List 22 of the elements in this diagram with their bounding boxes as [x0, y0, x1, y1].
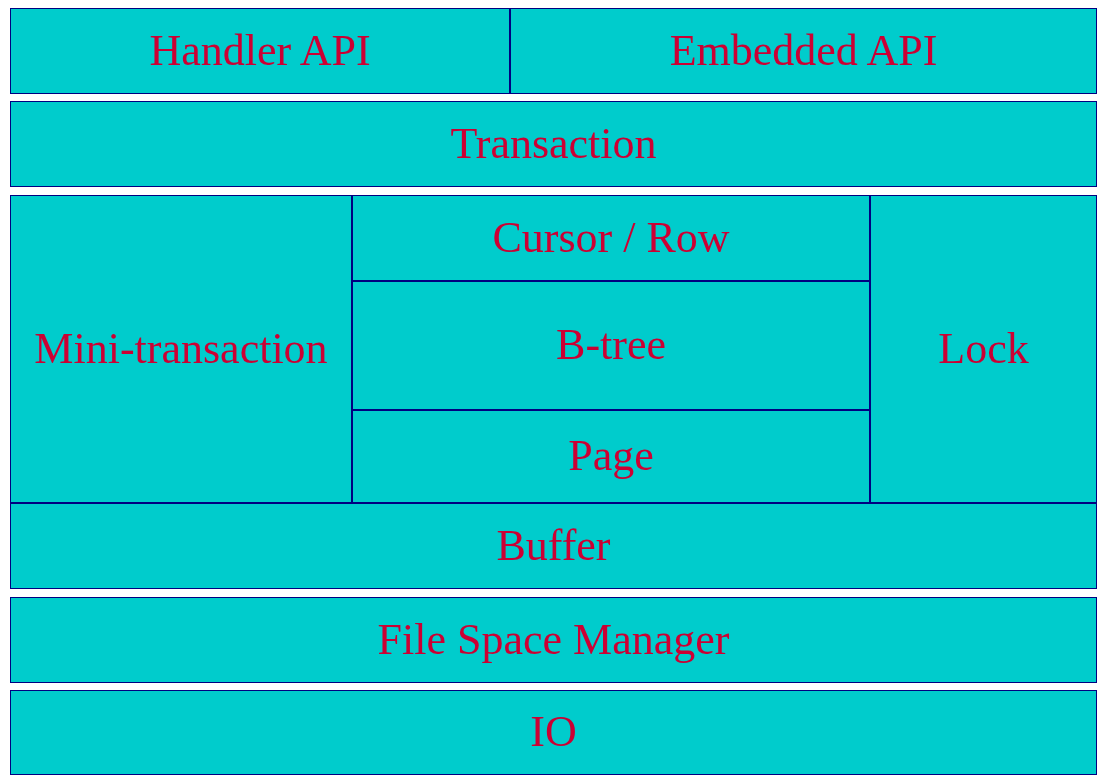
layer-box — [10, 503, 1097, 589]
layer-box — [352, 195, 870, 281]
layer-label: Mini-transaction — [33, 322, 329, 375]
layer-label: Transaction — [449, 117, 658, 170]
layer-label: Page — [567, 430, 655, 483]
layer-box — [10, 101, 1097, 187]
layer-box — [352, 410, 870, 503]
layer-label: Lock — [937, 322, 1030, 375]
layer-label: IO — [529, 706, 578, 759]
layer-label: B-tree — [555, 319, 667, 372]
layer-box — [10, 8, 510, 94]
layer-label: File Space Manager — [376, 613, 731, 666]
layer-label: Embedded API — [668, 24, 939, 77]
layer-box — [10, 690, 1097, 775]
layer-box — [510, 8, 1097, 94]
layer-box — [10, 195, 352, 503]
layer-label: Cursor / Row — [491, 211, 731, 264]
layer-box — [870, 195, 1097, 503]
layer-box — [10, 597, 1097, 683]
layer-label: Buffer — [495, 519, 612, 572]
layer-box — [352, 281, 870, 410]
layer-label: Handler API — [148, 24, 372, 77]
